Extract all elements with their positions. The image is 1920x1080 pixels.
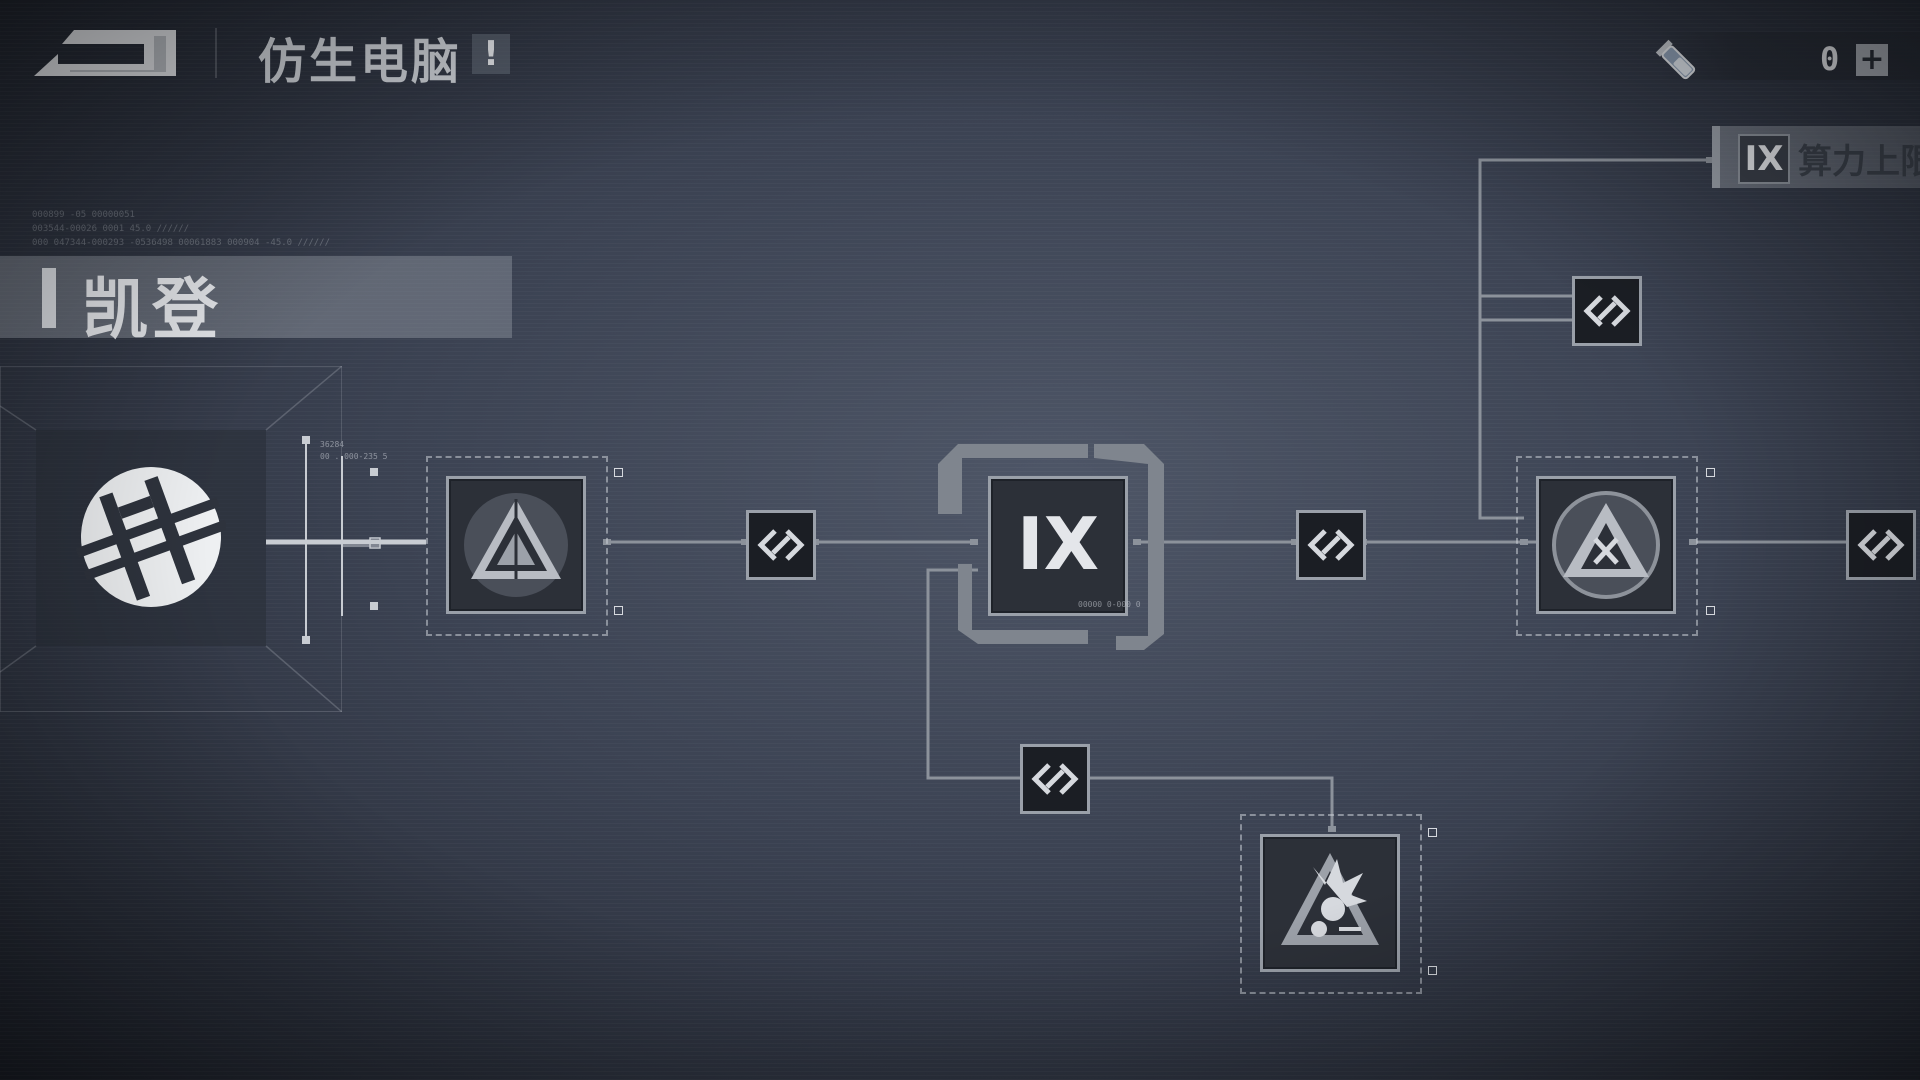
link-node-3[interactable] — [1846, 510, 1916, 580]
skill-node-explosive[interactable] — [1260, 834, 1400, 972]
link-chain-icon — [1857, 529, 1905, 561]
vial-icon — [1655, 39, 1696, 80]
alert-badge[interactable]: ! — [472, 34, 510, 74]
core-chip-node[interactable]: IX — [988, 476, 1128, 616]
corner-marker — [1428, 966, 1437, 975]
character-name: 凯登 — [82, 271, 222, 348]
core-chip-text: IX — [1016, 502, 1100, 586]
link-chain-icon — [1583, 295, 1631, 327]
emblem-frame — [0, 366, 342, 712]
corner-marker — [1706, 606, 1715, 615]
header-divider — [215, 28, 217, 78]
compute-cap-label: 算力上限 — [1798, 142, 1920, 182]
link-chain-icon — [1031, 763, 1079, 795]
add-currency-button[interactable]: + — [1856, 44, 1888, 76]
emblem-connector — [302, 436, 381, 644]
corner-marker — [614, 468, 623, 477]
skill-node-prism[interactable] — [446, 476, 586, 614]
corner-marker — [614, 606, 623, 615]
node-frame-prism — [426, 456, 608, 636]
corner-marker — [1428, 828, 1437, 837]
crossed-triangle-icon — [1552, 491, 1660, 599]
ix-chip-icon: IX — [1738, 134, 1790, 184]
core-chip-label: 00000 0-000 0 — [1078, 600, 1141, 609]
link-chain-icon — [757, 529, 805, 561]
data-readout-line-3: 000 047344-000293 -0536498 00061883 0009… — [32, 238, 331, 248]
explosive-triangle-icon — [1281, 853, 1379, 945]
data-readout-line-2: 003544-00026 0001 45.0 ////// — [32, 224, 190, 234]
link-node-1[interactable] — [746, 510, 816, 580]
link-chain-icon — [1307, 529, 1355, 561]
cap-icon-text: IX — [1744, 139, 1784, 179]
corner-marker — [1706, 468, 1715, 477]
emblem-label-1: 36284 — [320, 440, 345, 449]
data-readout-line-1: 000899 -05 00000051 — [32, 210, 135, 220]
currency-count: 0 — [1820, 40, 1840, 78]
character-name-panel — [0, 256, 512, 338]
prism-triangle-icon — [464, 493, 568, 597]
core-chip-frame — [938, 444, 1164, 650]
link-node-lower[interactable] — [1020, 744, 1090, 814]
node-frame-explosive — [1240, 814, 1422, 994]
skill-node-crossed-triangle[interactable] — [1536, 476, 1676, 614]
node-frame-crossed — [1516, 456, 1698, 636]
emblem-label-2: 00 . 000-235 5 — [320, 452, 388, 461]
back-arrow-button[interactable] — [34, 30, 180, 80]
page-title: 仿生电脑 — [258, 34, 463, 90]
link-node-2[interactable] — [1296, 510, 1366, 580]
link-node-upper[interactable] — [1572, 276, 1642, 346]
faction-emblem-icon — [76, 467, 226, 607]
name-accent-bar — [42, 268, 56, 328]
